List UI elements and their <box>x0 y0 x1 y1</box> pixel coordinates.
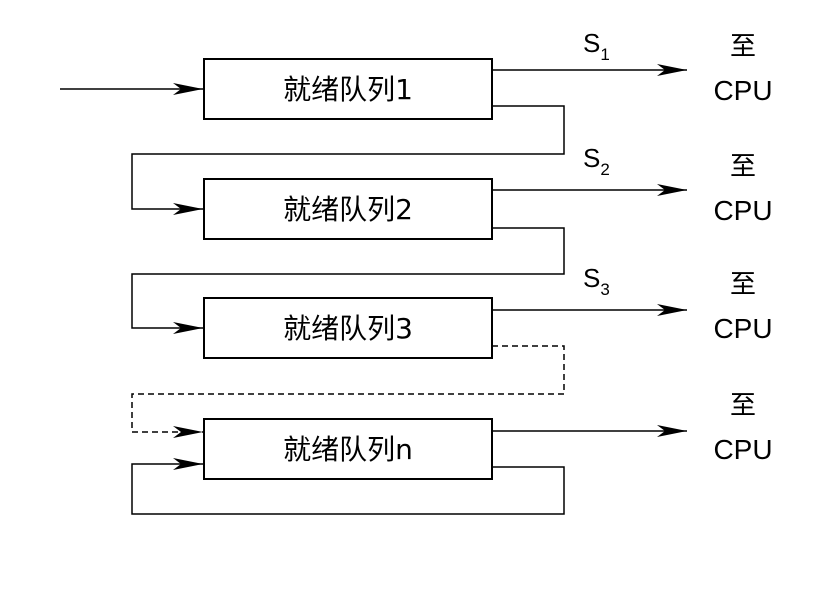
svg-text:S1: S1 <box>583 28 610 64</box>
dest-label-cpu: CPU <box>713 195 772 226</box>
dest-label-zhi: 至 <box>730 270 756 300</box>
svg-text:S2: S2 <box>583 143 610 179</box>
queue-box <box>203 178 493 240</box>
queue-2: 就绪队列2 <box>203 178 493 240</box>
dest-label-cpu: CPU <box>713 313 772 344</box>
queue-n: 就绪队列n <box>203 418 493 480</box>
time-slice-label: S3 <box>583 263 610 299</box>
self-loop-arrow <box>131 458 565 515</box>
dest-label-cpu: CPU <box>713 434 772 465</box>
queue-label: 就绪队列2 <box>283 193 413 226</box>
time-slice-label: S2 <box>583 143 610 179</box>
queue-label: 就绪队列3 <box>283 312 413 345</box>
dest-label-zhi: 至 <box>730 32 756 62</box>
queue-box <box>203 58 493 120</box>
dest-label-zhi: 至 <box>730 391 756 421</box>
dest-label-zhi: 至 <box>730 152 756 182</box>
queue-1: 就绪队列1 <box>203 58 493 120</box>
queue-box <box>203 418 493 480</box>
queue-3: 就绪队列3 <box>203 297 493 359</box>
feedback-arrow <box>131 227 565 334</box>
feedback-arrow <box>131 105 565 215</box>
feedback-arrow-dashed <box>131 345 565 438</box>
queue-box <box>203 297 493 359</box>
queue-label: 就绪队列1 <box>283 73 413 106</box>
queue-label: 就绪队列n <box>283 433 413 466</box>
time-slice-label: S1 <box>583 28 610 64</box>
dest-label-cpu: CPU <box>713 75 772 106</box>
svg-text:S3: S3 <box>583 263 610 299</box>
